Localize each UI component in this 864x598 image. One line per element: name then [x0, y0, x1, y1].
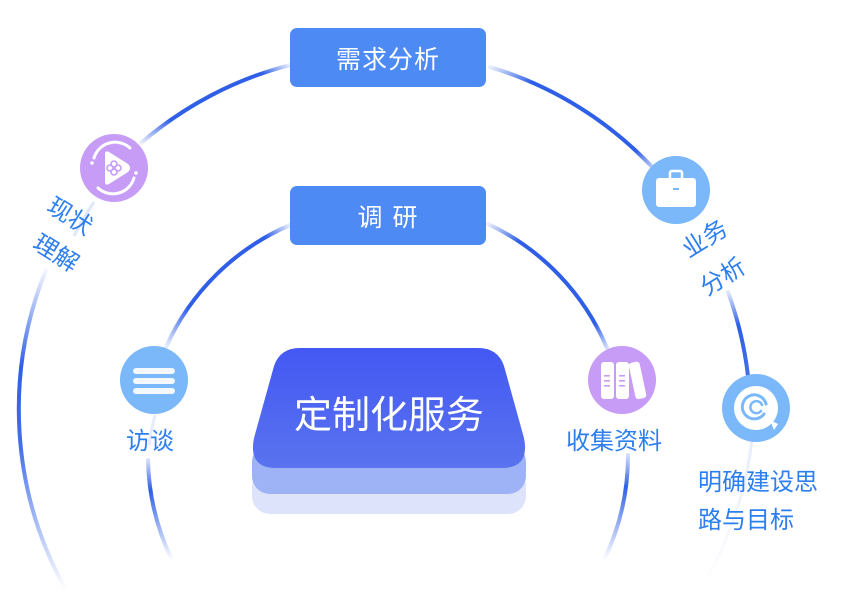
core-layer-top: [252, 348, 526, 468]
label-interview: 访谈: [126, 425, 174, 457]
outer-arc-top-left: [139, 63, 292, 145]
outer-arc-right-lower: [698, 439, 754, 591]
core-label: 定制化服务: [293, 393, 484, 437]
label-line: 明确建设思: [698, 468, 818, 496]
label-collect: 收集资料: [566, 425, 662, 457]
inner-arc-top-left: [164, 223, 292, 349]
inner-arc-top-right: [486, 222, 609, 350]
briefcase-icon: [656, 169, 696, 207]
inner-arc-left-faint: [147, 414, 157, 446]
node-current-state: [80, 134, 148, 202]
play-flower-icon: [90, 140, 138, 196]
books-icon: [601, 361, 647, 400]
node-interview: [120, 346, 188, 414]
outer-stage-label: 需求分析: [335, 44, 440, 74]
core-block: 定制化服务: [252, 348, 526, 518]
outer-arc-right: [726, 290, 750, 378]
outer-arc-top-right: [488, 65, 657, 172]
node-business-analysis: [642, 156, 710, 224]
outer-stage-pill: 需求分析: [290, 28, 486, 87]
node-goals: [722, 374, 790, 442]
label-goals: 明确建设思 路与目标: [698, 466, 818, 536]
outer-arc-left-upper: [72, 201, 96, 237]
node-collect: [588, 346, 656, 414]
inner-arc-bottom-left: [146, 458, 174, 562]
menu-lines-icon: [133, 368, 175, 394]
label-text: 收集资料: [566, 427, 662, 455]
inner-stage-label: 调 研: [357, 202, 419, 232]
inner-stage-pill: 调 研: [290, 186, 486, 245]
inner-arc-bottom-right: [602, 453, 631, 562]
label-line: 路与目标: [698, 506, 794, 534]
label-text: 访谈: [126, 427, 174, 455]
outer-arc-left: [16, 268, 68, 592]
target-icon: [734, 386, 778, 430]
